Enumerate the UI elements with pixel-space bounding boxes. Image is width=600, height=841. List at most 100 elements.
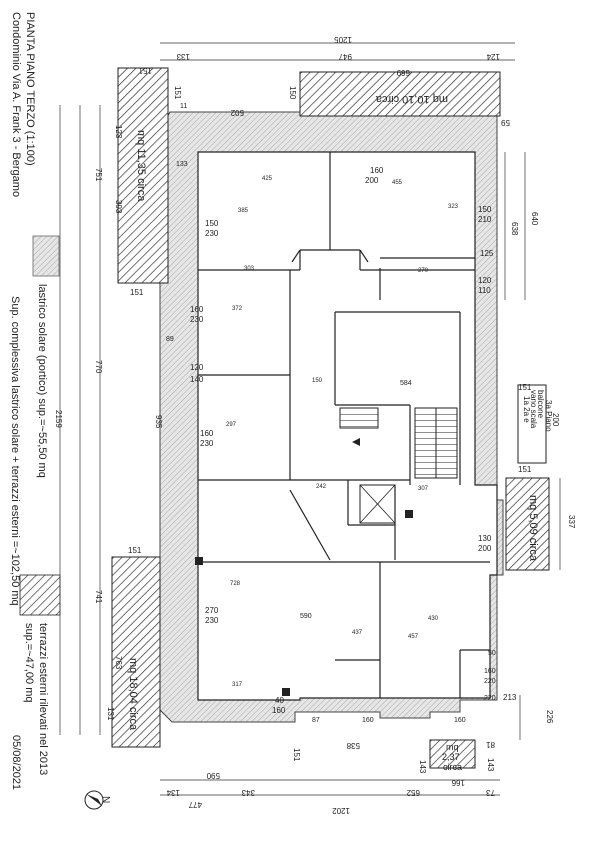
terrace-labels: mq 10,10 circa mq 11,35 circa mq 5,09 ci… <box>127 93 539 772</box>
dim-left-a: 935 <box>154 415 163 429</box>
dim-win10: 160 <box>370 166 384 175</box>
dim-left-b: 770 <box>94 360 103 374</box>
dim-r23: 160 <box>454 717 466 724</box>
dim-left-f: 741 <box>94 590 103 604</box>
dim-r13: 437 <box>352 630 363 636</box>
area-bottom-small-3: circa <box>443 762 462 772</box>
balcony-l2: vano scala <box>529 390 538 429</box>
area-bottom-small-2: 2,37 <box>442 752 460 762</box>
dim-win1b: 230 <box>205 229 219 238</box>
area-left: mq 11,35 circa <box>135 130 147 202</box>
dim-r6: 372 <box>232 306 243 312</box>
dim-win3: 120 <box>190 363 204 372</box>
area-top: mq 10,10 circa <box>375 93 448 105</box>
dim-left-c: 751 <box>94 168 103 182</box>
dim-left-total: 2159 <box>54 410 63 428</box>
dim-r11: 307 <box>418 486 429 492</box>
dim-r20: 11 <box>180 103 187 110</box>
dim-r14: 457 <box>408 634 419 640</box>
dim-top-i: 59 <box>501 118 510 127</box>
north-arrow: N <box>84 790 111 810</box>
dim-right-g: 226 <box>545 710 554 724</box>
dim-win8: 120 <box>478 276 492 285</box>
balcony-l3: 1a 2a e <box>522 396 531 423</box>
stair-landing <box>339 407 379 429</box>
header: PIANTA PIANO TERZO (1:100) Condominio Vi… <box>10 12 36 197</box>
stairwell <box>339 407 458 524</box>
dim-bot-a: 134 <box>166 788 180 797</box>
terrace-bottom-small <box>429 739 476 769</box>
dim-r7: 270 <box>418 268 429 274</box>
dim-bot-g: 166 <box>451 778 465 787</box>
dim-top-total: 1205 <box>334 35 352 44</box>
dim-win7: 150 <box>478 205 492 214</box>
dim-win5b: 230 <box>205 616 219 625</box>
dim-r27: 220 <box>484 695 496 702</box>
dim-bot-total: 1202 <box>332 806 350 815</box>
dim-r10: 242 <box>316 484 327 490</box>
dim-win6b: 160 <box>272 706 286 715</box>
dim-top-h: 502 <box>230 108 244 117</box>
dim-win7b: 210 <box>478 215 492 224</box>
markers <box>195 438 413 696</box>
dim-left-g: 763 <box>114 656 123 670</box>
dim-left-j: 151 <box>128 546 142 555</box>
dim-left-d: 393 <box>114 200 123 214</box>
area-right: mq 5,09 circa <box>527 495 539 562</box>
dim-bot-e: 590 <box>206 771 220 780</box>
balcony-l4: 3a Piano <box>544 400 553 432</box>
dim-left-e: 123 <box>114 125 123 139</box>
dim-bot-j: 143 <box>418 760 427 774</box>
dim-r12: 590 <box>300 613 312 620</box>
dim-win2: 160 <box>190 305 204 314</box>
dim-r16: 728 <box>230 581 241 587</box>
area-bottom-left: mq 18,04 circa <box>127 658 139 731</box>
dimension-texts: 1205 133 947 124 151 669 151 150 502 59 … <box>54 35 576 815</box>
dim-right-a: 640 <box>530 212 539 226</box>
dim-top-d: 151 <box>138 66 152 75</box>
dim-r24: 50 <box>488 650 496 657</box>
dim-right-h: 213 <box>503 693 517 702</box>
walls <box>198 152 490 698</box>
area-bottom-small-1: mq <box>446 742 459 752</box>
dim-r15: 430 <box>428 616 439 622</box>
dim-r5: 303 <box>244 266 255 272</box>
balcony-l1: balcone <box>536 390 545 419</box>
balcony-callout: balcone vano scala 1a 2a e 3a Piano <box>517 384 553 464</box>
terrace-right <box>505 477 550 571</box>
dim-left-h: 131 <box>106 707 115 721</box>
dim-r28: 297 <box>226 422 237 428</box>
plan-address: Condominio Via A. Frank 3 - Bergamo <box>10 12 22 197</box>
dim-r26: 220 <box>484 678 496 685</box>
dim-top-b: 947 <box>338 52 352 61</box>
dim-right-c: 200 <box>551 413 560 427</box>
plan-title: PIANTA PIANO TERZO (1:100) <box>24 12 36 166</box>
date-label: 05/08/2021 <box>10 735 22 790</box>
dim-r4: 323 <box>448 204 459 210</box>
dim-r1: 425 <box>262 176 273 182</box>
dim-bot-d: 73 <box>486 788 495 797</box>
dim-r22: 160 <box>362 717 374 724</box>
legend-total-label: Sup. complessiva lastrico solare + terra… <box>9 296 21 606</box>
legend-terrace-sup: sup.=~47,00 mq <box>23 623 35 703</box>
dim-win8b: 110 <box>478 286 491 295</box>
dim-r2: 455 <box>392 180 403 186</box>
dim-r25: 160 <box>484 668 496 675</box>
north-label: N <box>100 796 111 803</box>
legend: lastrico solare (portico) sup.=~55,50 mq… <box>9 235 61 790</box>
terrace-top <box>299 71 501 117</box>
dim-bot-i: 81 <box>486 740 495 749</box>
dim-bot-h: 538 <box>346 741 360 750</box>
dim-win1: 150 <box>205 219 219 228</box>
dim-bot-k: 143 <box>486 758 495 772</box>
legend-solar-label: lastrico solare (portico) sup.=~55,50 mq <box>36 284 48 478</box>
dim-r19: 133 <box>176 161 188 168</box>
dim-win4: 160 <box>200 429 214 438</box>
elevator-shaft <box>359 484 396 524</box>
terraces <box>111 67 550 769</box>
legend-terrace-swatch <box>19 574 61 616</box>
dim-top-g: 150 <box>288 86 297 100</box>
dim-right-d: 151 <box>518 383 532 392</box>
dim-r17: 317 <box>232 682 243 688</box>
